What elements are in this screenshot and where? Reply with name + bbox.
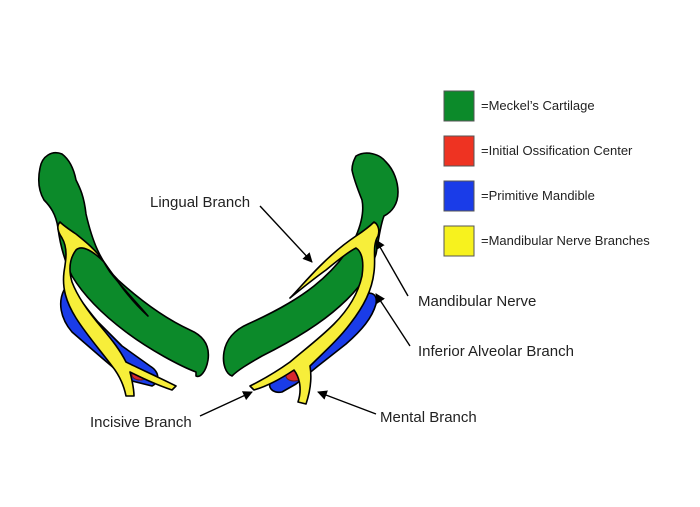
legend: =Meckel’s Cartilage =Initial Ossificatio…	[443, 90, 650, 257]
label-incisive-branch: Incisive Branch	[90, 414, 192, 431]
legend-label-meckels-cartilage: =Meckel’s Cartilage	[481, 98, 595, 113]
arrow-mental-branch	[317, 390, 377, 415]
label-mental-branch: Mental Branch	[380, 409, 477, 426]
arrow-lingual-branch	[259, 205, 313, 263]
legend-swatch-primitive-mandible	[443, 180, 475, 212]
arrow-mandibular-nerve	[375, 239, 409, 297]
legend-label-ossification-center: =Initial Ossification Center	[481, 143, 633, 158]
arrow-inferior-alveolar-branch	[375, 293, 411, 347]
left-meckels-cartilage	[38, 152, 210, 378]
label-mandibular-nerve: Mandibular Nerve	[418, 293, 536, 310]
right-nerve-branches	[249, 221, 380, 405]
label-inferior-alveolar-branch: Inferior Alveolar Branch	[418, 343, 574, 360]
arrow-incisive-branch	[199, 391, 253, 417]
leader-arrows	[199, 205, 411, 417]
legend-swatch-meckels-cartilage	[443, 90, 475, 122]
left-nerve-branches	[57, 221, 177, 397]
right-meckels-cartilage	[222, 152, 399, 377]
legend-swatch-nerve-branches	[443, 225, 475, 257]
legend-label-nerve-branches: =Mandibular Nerve Branches	[481, 233, 650, 248]
legend-label-primitive-mandible: =Primitive Mandible	[481, 188, 595, 203]
left-half	[38, 152, 210, 397]
legend-swatch-ossification-center	[443, 135, 475, 167]
right-half	[222, 152, 399, 405]
label-lingual-branch: Lingual Branch	[150, 194, 250, 211]
